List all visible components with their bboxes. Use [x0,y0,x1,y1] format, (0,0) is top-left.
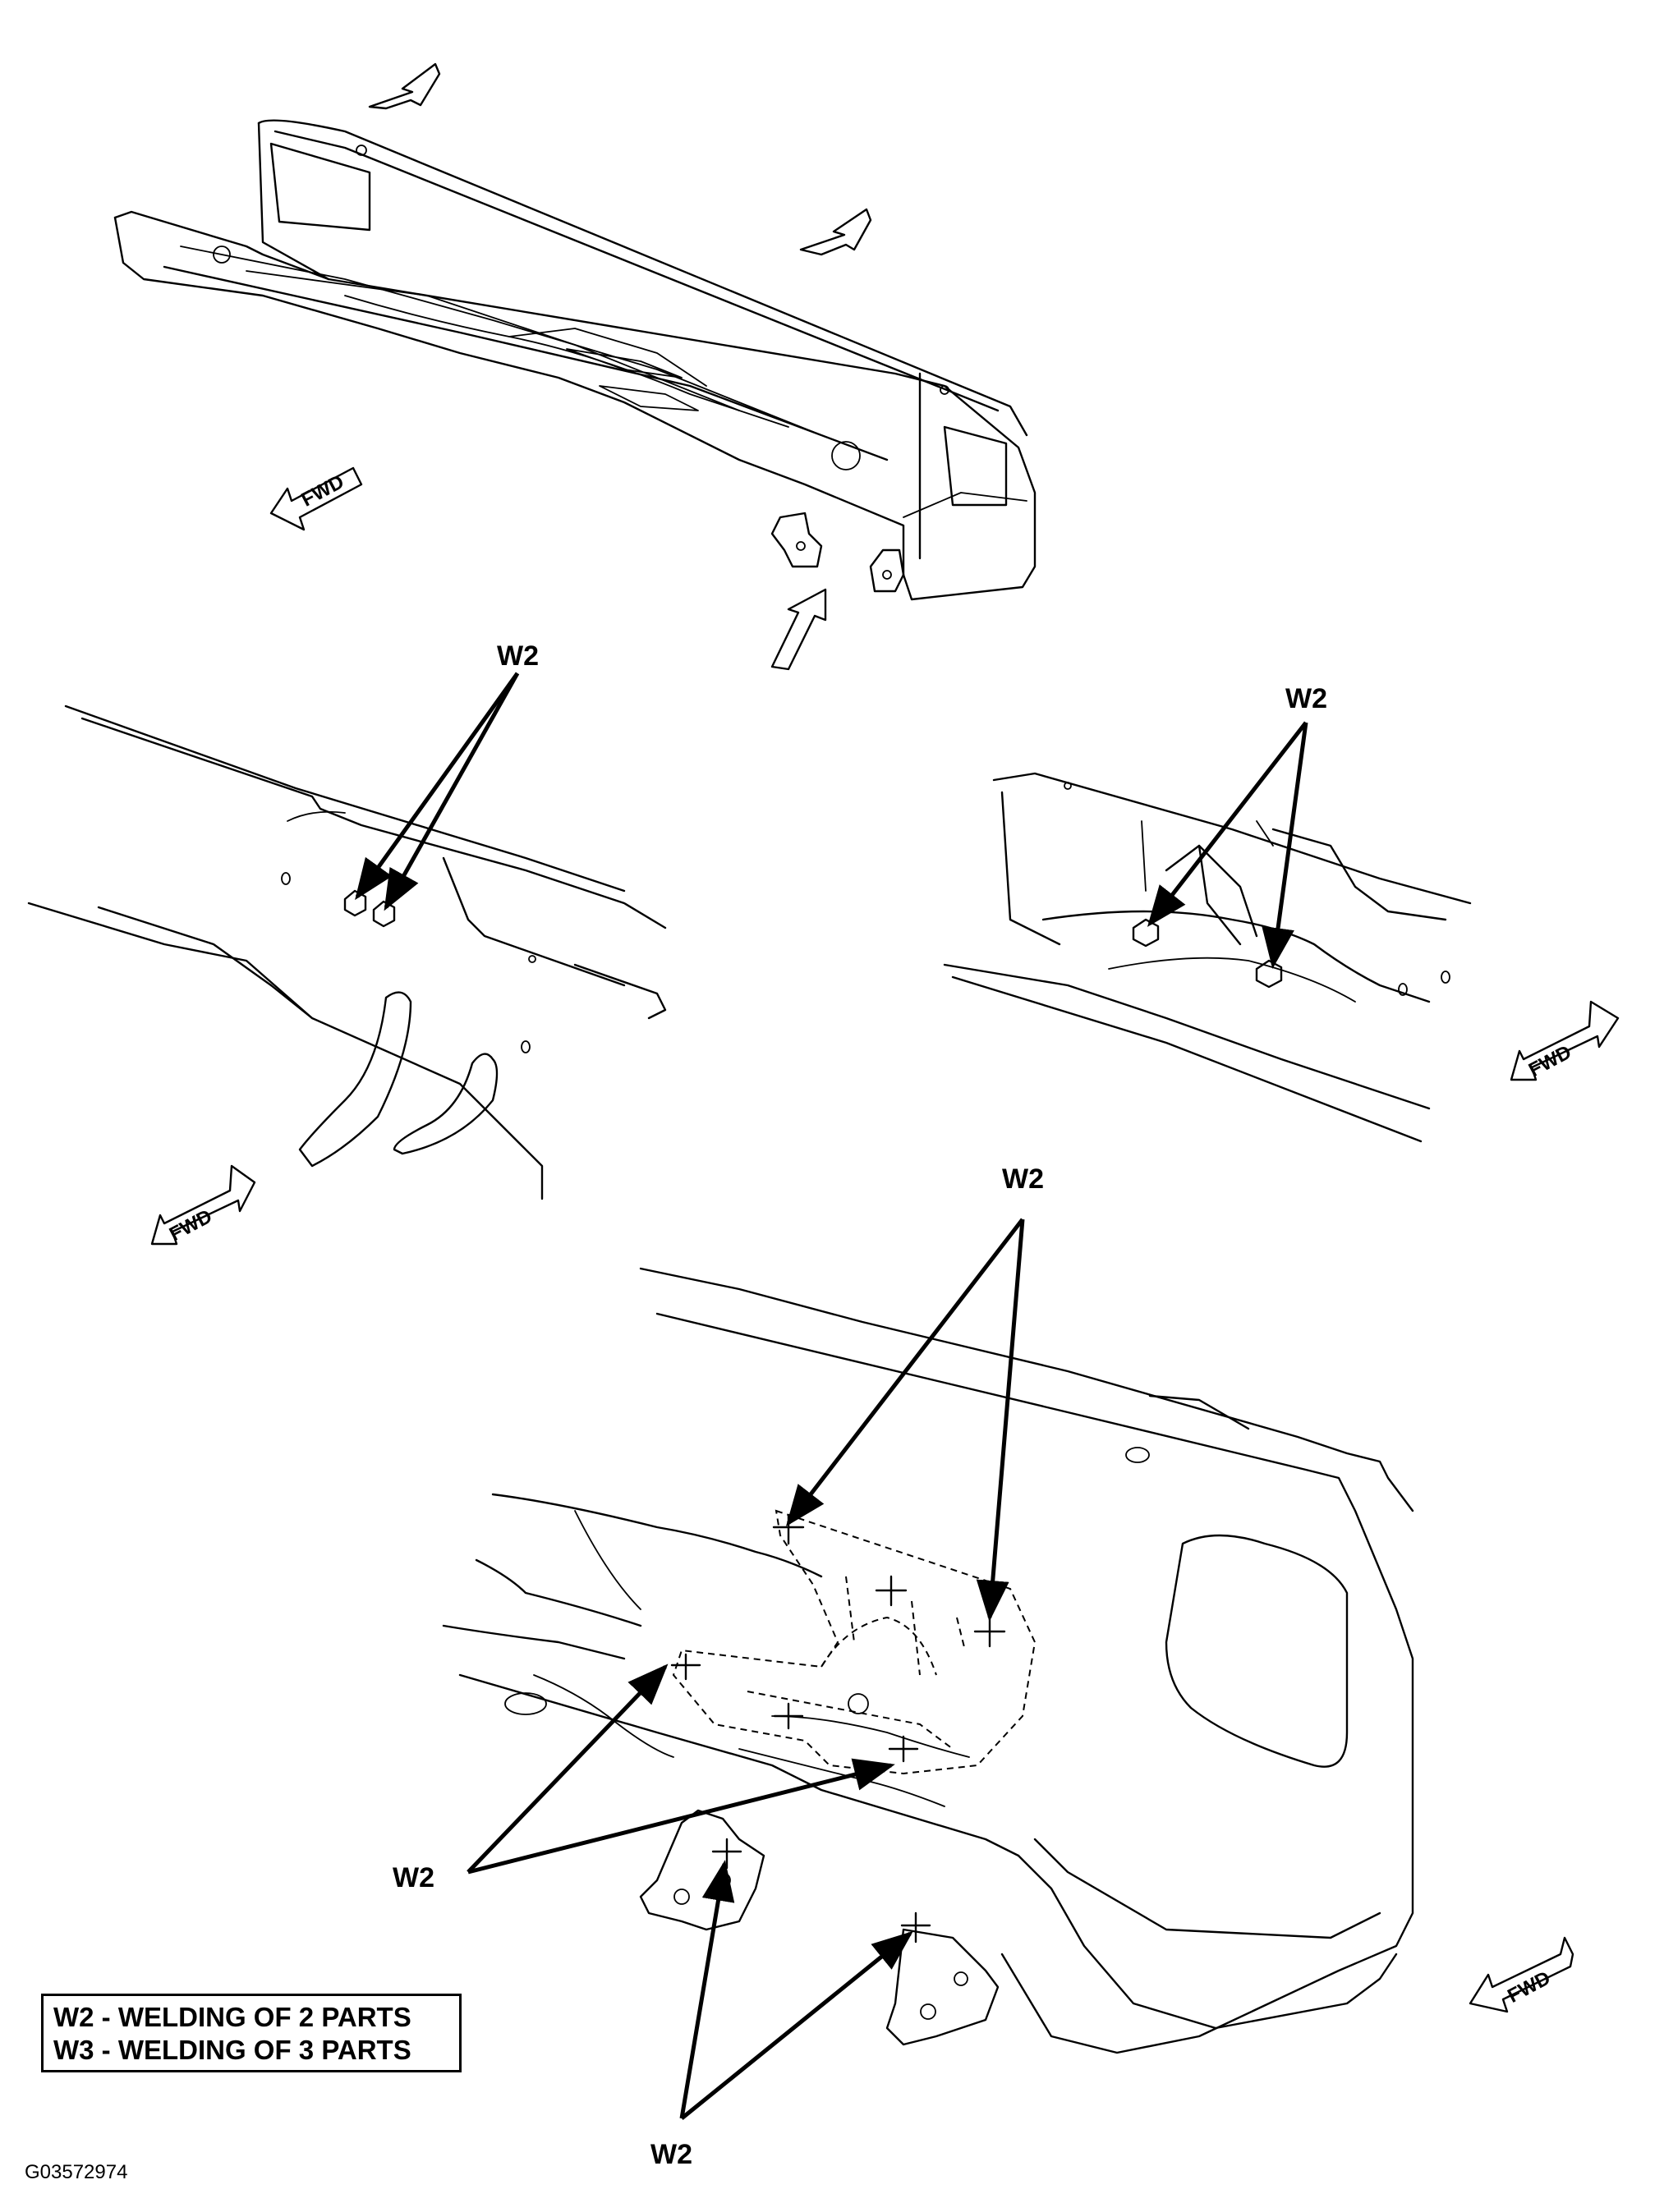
arrow-down-left-a [368,62,441,110]
nut-c [1132,918,1160,948]
weld-callout-w2-mid-right: W2 [1285,683,1327,714]
mid-right-view: W2 [943,683,1472,1143]
svg-text:FWD: FWD [166,1205,216,1246]
weld-marks [670,1513,1006,1944]
arrow-up [770,588,827,671]
fwd-arrow-top: FWD [269,466,363,531]
legend-line-w2: W2 - WELDING OF 2 PARTS [53,2002,411,2032]
fwd-arrow-bottom: FWD [1469,1936,1574,2013]
arrow-down-left-b [799,208,872,256]
svg-text:FWD: FWD [1504,1966,1554,2007]
weld-callout-w2-bottom-top: W2 [1002,1163,1044,1195]
nut-d [1255,959,1283,989]
nut-b [372,900,396,928]
nut-a [343,889,367,917]
direction-arrows [368,62,872,671]
figure-code: G03572974 [25,2161,128,2183]
crossmember-overview [113,119,1037,601]
weld-callout-w2-bottom: W2 [650,2139,692,2170]
bottom-detail-view: W2 W2 W2 [393,1163,1414,2170]
weld-legend: W2 - WELDING OF 2 PARTS W3 - WELDING OF … [41,1994,462,2072]
weld-callout-w2-mid-left: W2 [497,640,539,672]
legend-line-w3: W3 - WELDING OF 3 PARTS [53,2035,411,2065]
fwd-arrow-mid-right: FWD [1510,1000,1620,1081]
svg-text:FWD: FWD [1525,1041,1575,1081]
weld-callout-w2-bottom-left: W2 [393,1862,434,1893]
mid-left-view: W2 [27,640,667,1200]
fwd-arrow-mid-left: FWD [150,1164,256,1246]
